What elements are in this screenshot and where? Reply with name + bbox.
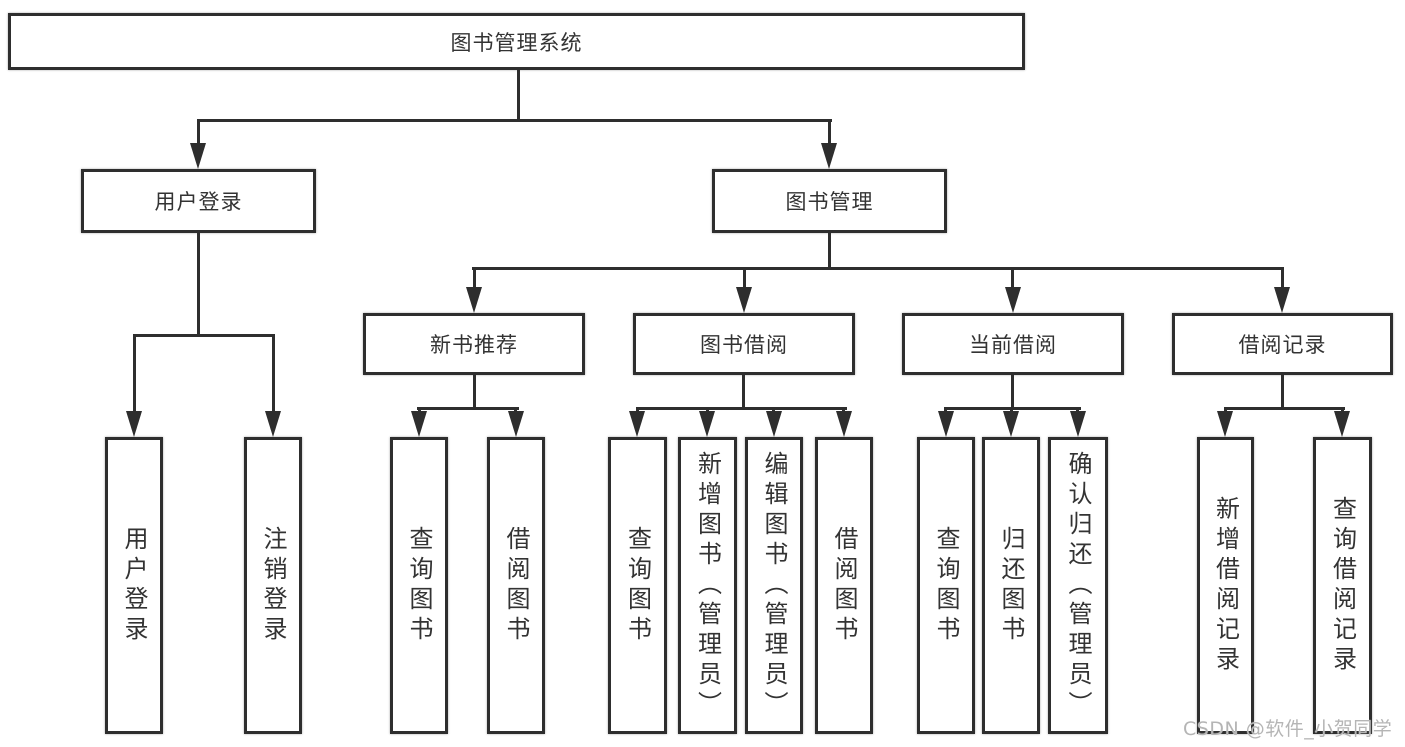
connector-book-management-stem	[828, 233, 831, 270]
node-confirm-return-admin-label: 确认归还（管理员）	[1064, 450, 1092, 721]
node-confirm-return-admin: 确认归还（管理员）	[1048, 437, 1108, 734]
node-add-borrow-record: 新增借阅记录	[1197, 437, 1254, 734]
node-add-borrow-record-label: 新增借阅记录	[1211, 495, 1240, 676]
node-query-borrow-record: 查询借阅记录	[1313, 437, 1372, 734]
node-query-books-under-recommend: 查询图书	[390, 437, 448, 734]
node-current-borrow-label: 当前借阅	[969, 333, 1057, 357]
node-edit-books-admin-label: 编辑图书（管理员）	[760, 450, 788, 721]
connector-to-logout-leaf	[272, 334, 275, 416]
connector-user-login-rail	[133, 334, 275, 337]
arrowhead-borrow-books-2-icon	[836, 411, 852, 437]
connector-to-borrow-records	[1281, 267, 1284, 291]
node-add-books-admin-label: 新增图书（管理员）	[693, 450, 722, 721]
connector-current-borrow-stem	[1011, 375, 1014, 410]
arrowhead-confirm-return-icon	[1070, 411, 1086, 437]
connector-to-new-book	[473, 267, 476, 291]
arrowhead-edit-books-icon	[766, 411, 782, 437]
watermark: CSDN @软件_小贺同学	[1183, 718, 1393, 740]
node-new-book-recommend: 新书推荐	[363, 313, 585, 375]
node-borrow-records: 借阅记录	[1172, 313, 1393, 375]
arrowhead-user-login-icon	[190, 143, 206, 169]
node-book-management: 图书管理	[712, 169, 947, 233]
node-book-management-label: 图书管理	[785, 190, 874, 214]
arrowhead-add-record-icon	[1217, 411, 1233, 437]
connector-user-login-stem	[197, 233, 200, 337]
node-login-leaf: 用户登录	[105, 437, 163, 734]
node-query-borrow-record-label: 查询借阅记录	[1328, 495, 1357, 676]
connector-book-borrow-rail	[636, 407, 847, 410]
node-user-login: 用户登录	[81, 169, 316, 233]
arrowhead-new-book-icon	[466, 287, 482, 313]
arrowhead-query-record-icon	[1334, 411, 1350, 437]
connector-borrow-records-rail	[1224, 407, 1345, 410]
node-login-leaf-label: 用户登录	[120, 525, 148, 646]
connector-to-current-borrow	[1011, 267, 1014, 291]
node-return-books-label: 归还图书	[997, 525, 1025, 646]
node-query-books-under-current: 查询图书	[917, 437, 975, 734]
arrowhead-query-books-1-icon	[411, 411, 427, 437]
node-borrow-books-under-recommend-label: 借阅图书	[502, 525, 530, 646]
connector-borrow-records-stem	[1281, 375, 1284, 410]
connector-to-book-borrow	[743, 267, 746, 291]
arrowhead-query-books-2-icon	[629, 411, 645, 437]
connector-root-to-book-management	[828, 119, 831, 148]
node-query-books-under-borrow: 查询图书	[608, 437, 667, 734]
arrowhead-borrow-books-1-icon	[508, 411, 524, 437]
node-new-book-recommend-label: 新书推荐	[430, 333, 518, 357]
node-edit-books-admin: 编辑图书（管理员）	[745, 437, 803, 734]
node-borrow-books-under-borrow: 借阅图书	[815, 437, 873, 734]
arrowhead-return-books-icon	[1003, 411, 1019, 437]
connector-root-to-user-login	[197, 119, 200, 148]
node-borrow-books-under-borrow-label: 借阅图书	[830, 525, 858, 646]
connector-book-borrow-stem	[742, 375, 745, 410]
node-query-books-under-recommend-label: 查询图书	[405, 525, 433, 646]
node-current-borrow: 当前借阅	[902, 313, 1124, 375]
node-add-books-admin: 新增图书（管理员）	[678, 437, 737, 734]
connector-root-rail	[197, 119, 832, 122]
node-borrow-records-label: 借阅记录	[1238, 333, 1327, 357]
arrowhead-login-leaf-icon	[126, 411, 142, 437]
arrowhead-book-borrow-icon	[736, 287, 752, 313]
node-book-borrow: 图书借阅	[633, 313, 855, 375]
node-borrow-books-under-recommend: 借阅图书	[487, 437, 545, 734]
arrowhead-book-management-icon	[821, 143, 837, 169]
arrowhead-add-books-icon	[699, 411, 715, 437]
connector-to-login-leaf	[133, 334, 136, 416]
node-user-login-label: 用户登录	[154, 190, 243, 214]
arrowhead-borrow-records-icon	[1274, 287, 1290, 313]
node-root: 图书管理系统	[8, 13, 1025, 70]
arrowhead-logout-leaf-icon	[265, 411, 281, 437]
connector-book-management-rail	[472, 267, 1284, 270]
node-logout-leaf: 注销登录	[244, 437, 302, 734]
node-query-books-under-borrow-label: 查询图书	[623, 525, 652, 646]
node-query-books-under-current-label: 查询图书	[932, 525, 960, 646]
node-logout-leaf-label: 注销登录	[259, 525, 287, 646]
connector-root-stem	[517, 68, 520, 122]
connector-new-book-rail	[417, 407, 519, 410]
node-book-borrow-label: 图书借阅	[700, 333, 788, 357]
node-return-books: 归还图书	[982, 437, 1040, 734]
node-root-label: 图书管理系统	[450, 30, 583, 55]
arrowhead-query-books-3-icon	[938, 411, 954, 437]
connector-new-book-stem	[473, 375, 476, 410]
arrowhead-current-borrow-icon	[1005, 287, 1021, 313]
